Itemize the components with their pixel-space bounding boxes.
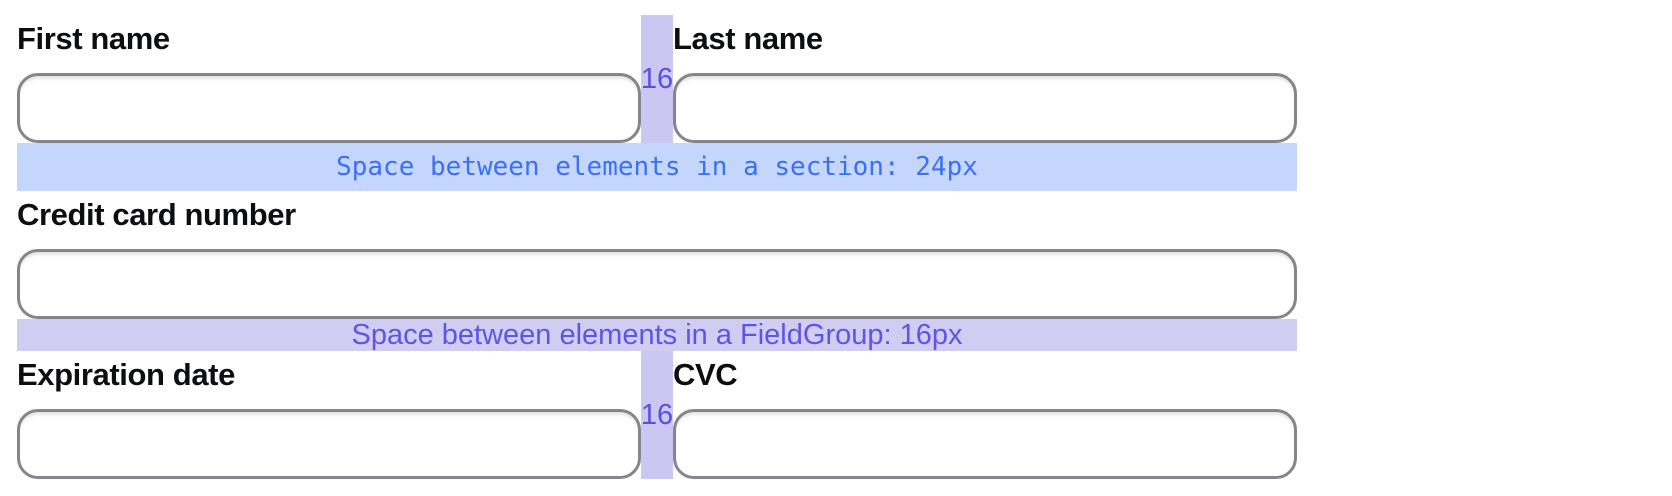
section-spacing-band: Space between elements in a section: 24p… — [17, 143, 1297, 191]
first-name-label: First name — [17, 21, 170, 56]
section-spacing-band-label: Space between elements in a section: 24p… — [336, 152, 978, 182]
credit-card-label: Credit card number — [17, 197, 296, 232]
cvc-field: CVC — [673, 351, 1297, 479]
column-gap-value: 16 — [640, 398, 674, 431]
expiration-date-label: Expiration date — [17, 357, 235, 392]
column-gap-strip: 16 — [641, 15, 673, 143]
cvc-label: CVC — [673, 357, 738, 392]
fieldgroup-spacing-band: Space between elements in a FieldGroup: … — [17, 319, 1297, 351]
last-name-label: Last name — [673, 21, 823, 56]
column-gap-strip: 16 — [641, 351, 673, 479]
first-name-field: First name — [17, 15, 641, 143]
expiry-cvc-fieldgroup: Expiration date CVC 16 — [17, 351, 1297, 479]
credit-card-field: Credit card number — [17, 191, 1297, 319]
column-gap-value: 16 — [640, 62, 674, 95]
expiration-date-field: Expiration date — [17, 351, 641, 479]
first-name-input[interactable] — [17, 73, 641, 143]
credit-card-input[interactable] — [17, 249, 1297, 319]
name-fieldgroup: First name Last name 16 — [17, 15, 1297, 143]
expiration-date-input[interactable] — [17, 409, 641, 479]
last-name-input[interactable] — [673, 73, 1297, 143]
last-name-field: Last name — [673, 15, 1297, 143]
payment-form: First name Last name 16 Space between el… — [17, 15, 1297, 479]
cvc-input[interactable] — [673, 409, 1297, 479]
fieldgroup-spacing-band-label: Space between elements in a FieldGroup: … — [351, 319, 963, 351]
